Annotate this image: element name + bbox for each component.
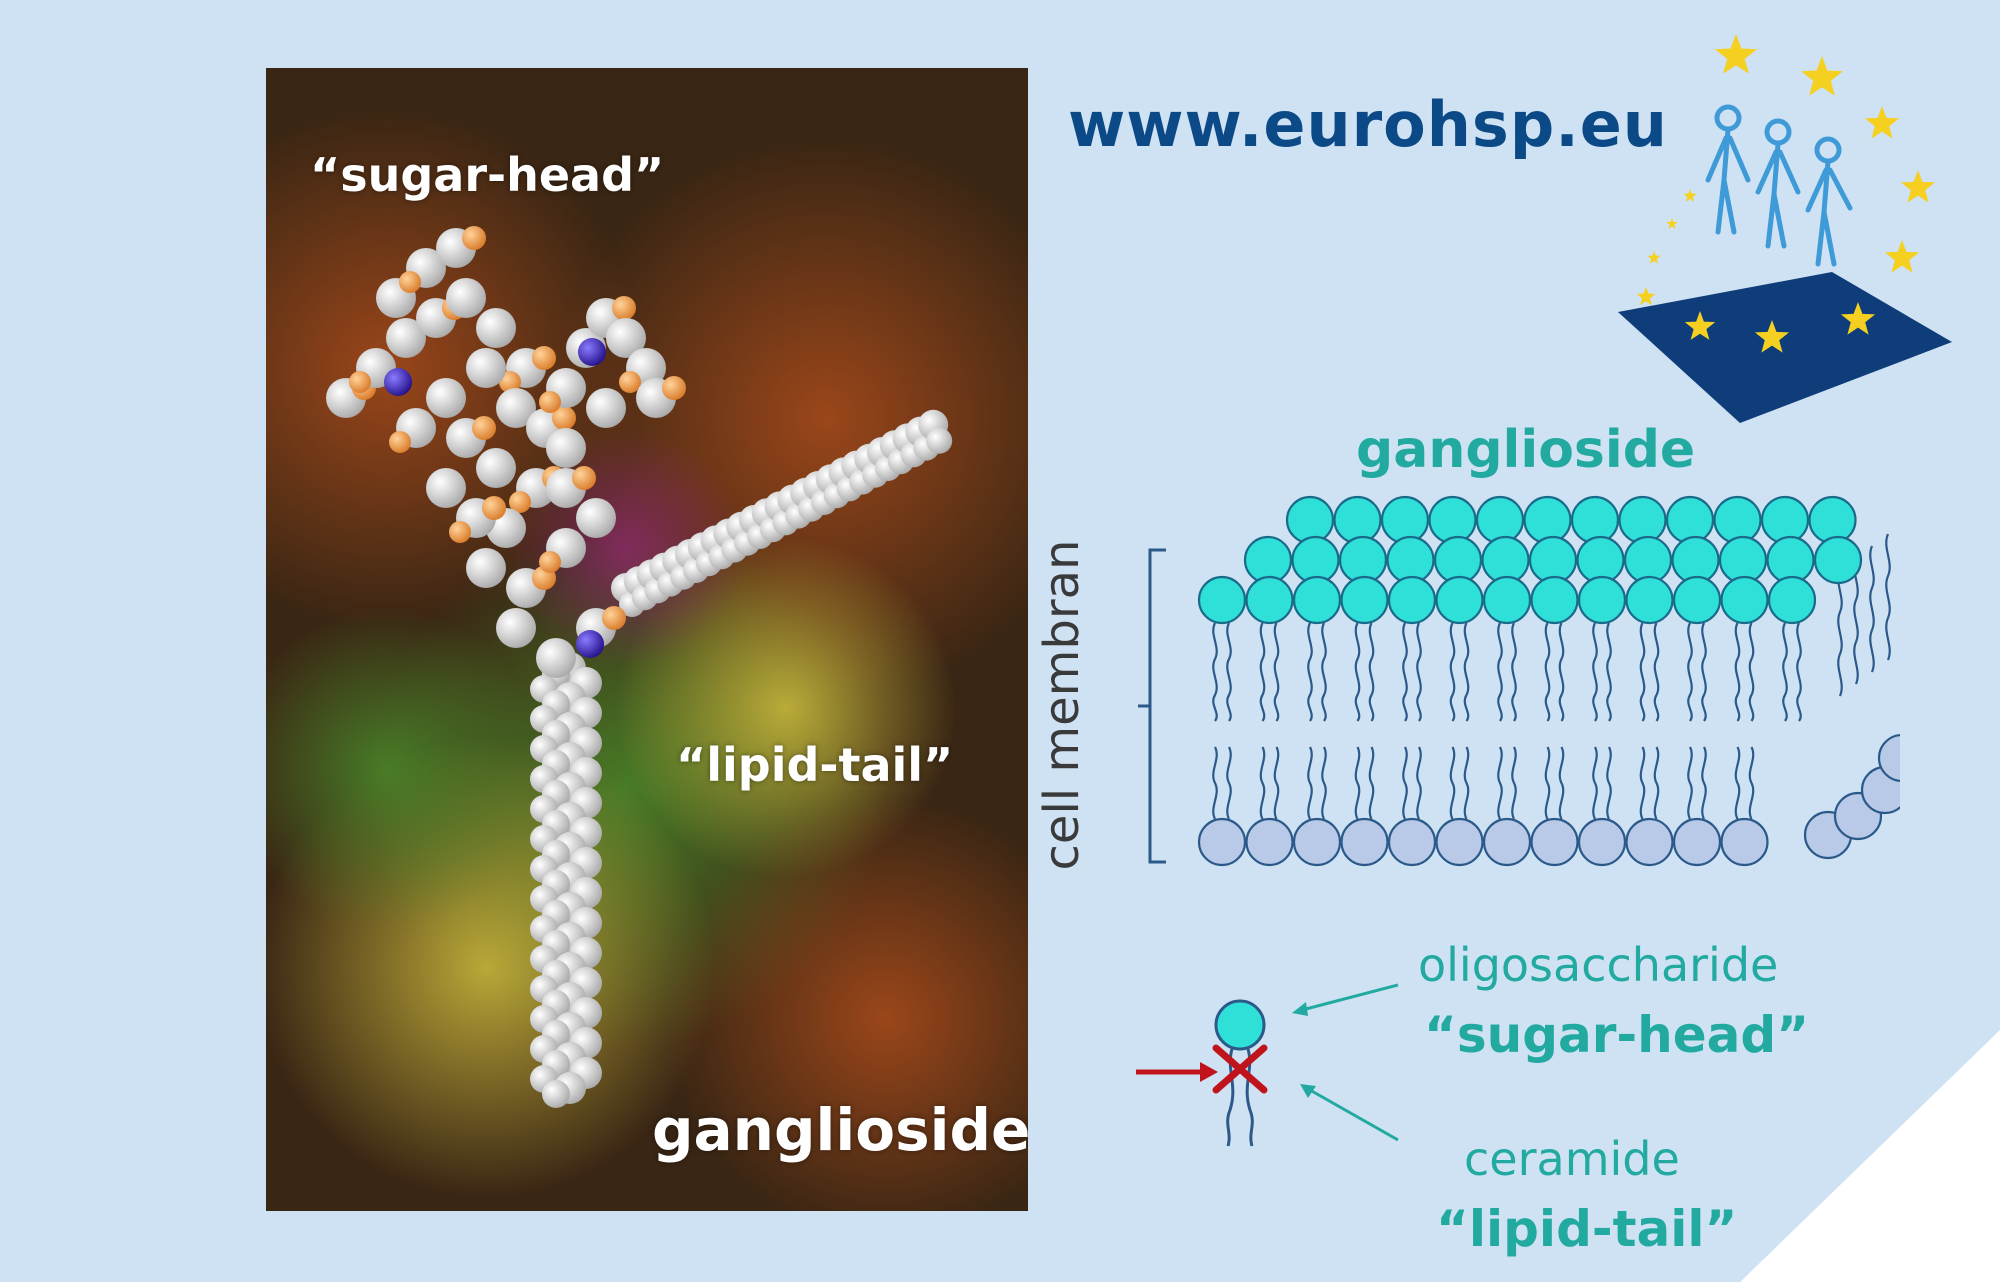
- ganglioside-legend-figure: [1136, 983, 1399, 1147]
- legend-sugar-head-label: “sugar-head”: [1424, 1006, 1810, 1064]
- head-pointer-arrow: [1301, 983, 1399, 1012]
- legend-oligosaccharide-term: oligosaccharide: [1418, 938, 1779, 992]
- photo-lipid-tail-label: “lipid-tail”: [676, 738, 954, 792]
- eurohsp-logo-icon: [1618, 34, 1952, 423]
- legend-lipid-tail-label: “lipid-tail”: [1436, 1200, 1738, 1258]
- cross-mark-icon: [1212, 1044, 1268, 1094]
- photo-ganglioside-label: ganglioside: [652, 1096, 1028, 1164]
- cell-membrane-diagram: [1138, 495, 1900, 867]
- tail-pointer-arrow: [1309, 1088, 1399, 1142]
- membrane-diagram-title: ganglioside: [1356, 420, 1696, 480]
- cell-membrane-label: cell membran: [1034, 539, 1090, 871]
- legend-ceramide-term: ceramide: [1464, 1132, 1680, 1186]
- photo-sugar-head-label: “sugar-head”: [310, 148, 665, 202]
- ganglioside-molecule-image: “sugar-head” “lipid-tail” ganglioside: [266, 68, 1028, 1211]
- website-url[interactable]: www.eurohsp.eu: [1068, 88, 1668, 161]
- legend-head-icon: [1214, 999, 1266, 1051]
